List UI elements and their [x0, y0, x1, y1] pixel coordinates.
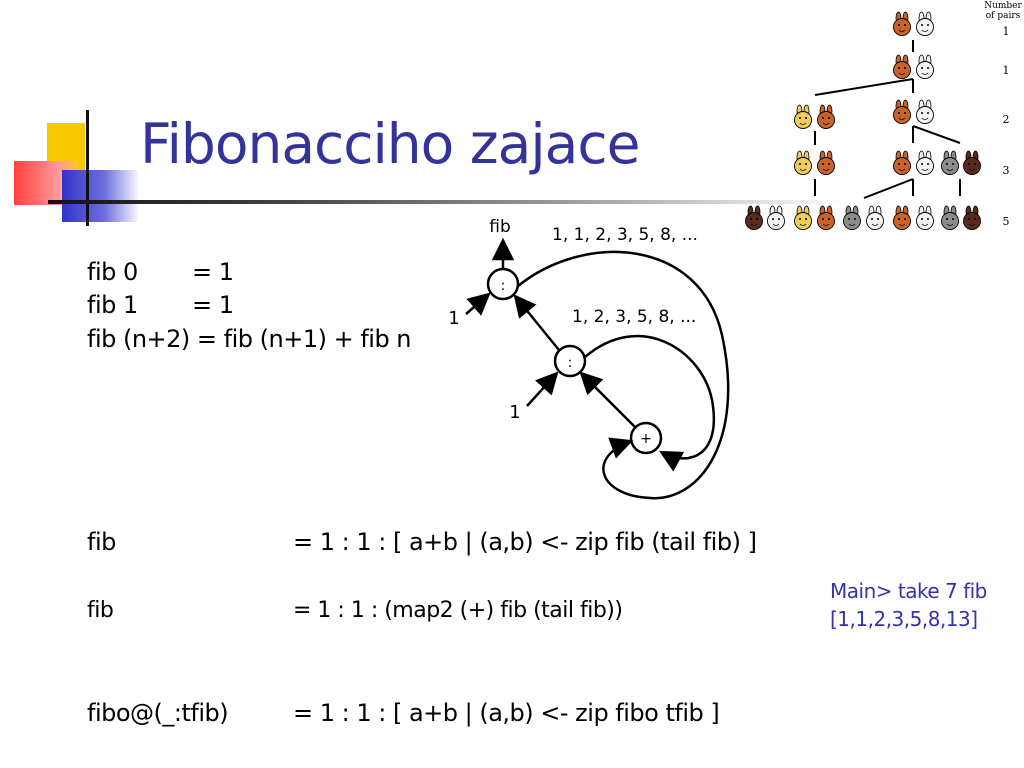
pair-count-gen-1: 1 [1003, 25, 1010, 38]
inner-sequence-label: 1, 2, 3, 5, 8, ... [572, 307, 696, 327]
tree-lines [814, 40, 961, 199]
rabbit-icon [963, 205, 981, 230]
rabbit-icon [893, 54, 911, 79]
input-arrow-1 [465, 292, 491, 316]
cons-node-middle [553, 344, 587, 378]
pair-count-gen-2: 1 [1003, 64, 1010, 77]
def-line-2-lhs: fib 1 [87, 291, 138, 319]
pair-count-gen-5: 5 [1003, 215, 1010, 228]
rabbit-icon [794, 150, 812, 175]
input-label-2: 1 [509, 402, 520, 423]
rabbit-icon [916, 54, 934, 79]
equation-1-lhs: fib [87, 528, 116, 556]
rabbit-icon [941, 205, 959, 230]
repl-prompt: Main> take 7 fib [830, 579, 987, 603]
output-label: fib [489, 217, 511, 237]
plus-symbol: + [640, 431, 652, 447]
rabbit-icon [916, 99, 934, 124]
rabbit-icon [817, 205, 835, 230]
pair-count-gen-4: 3 [1003, 164, 1010, 177]
decor-vertical-line [86, 110, 89, 226]
input-arrow-2 [526, 371, 559, 407]
outer-feedback-loop [517, 250, 730, 500]
rabbit-icon [745, 205, 763, 230]
rabbit-icon [817, 150, 835, 175]
def-line-1-rhs: = 1 [192, 258, 234, 286]
rabbit-icon [916, 11, 934, 36]
rabbit-icons [745, 11, 981, 230]
def-line-3: fib (n+2) = fib (n+1) + fib n [87, 325, 412, 353]
rabbit-icon [817, 104, 835, 129]
rabbit-icon [767, 205, 785, 230]
rabbit-family-tree: Number of pairs 1 1 2 3 5 [745, 1, 1022, 230]
equation-2-lhs: fib [87, 598, 114, 623]
cons-symbol-middle: : [568, 355, 573, 371]
fib-dataflow-diagram: : : + fib 1 1 1, 1, 2, 3, 5, 8, ... 1, 2… [448, 217, 730, 500]
cons-symbol-top: : [501, 278, 506, 294]
count-header-line-2: of pairs [986, 11, 1021, 21]
def-line-2-rhs: = 1 [192, 291, 234, 319]
rabbit-icon [794, 104, 812, 129]
chain-arrow-plus-to-middle [579, 371, 636, 428]
rabbit-icon [893, 205, 911, 230]
rabbit-icon [893, 99, 911, 124]
inner-feedback-loop [584, 334, 715, 472]
rabbit-icon [916, 205, 934, 230]
equation-2-rhs: = 1 : 1 : (map2 (+) fib (tail fib)) [293, 598, 623, 623]
rabbit-icon [941, 150, 959, 175]
chain-arrow-middle-to-top [513, 294, 560, 351]
rabbit-icon [794, 205, 812, 230]
decor-blue-square [62, 170, 138, 222]
pair-count-gen-3: 2 [1003, 113, 1010, 126]
title-underline [48, 200, 848, 204]
repl-result: [1,1,2,3,5,8,13] [830, 607, 978, 631]
equation-3-rhs: = 1 : 1 : [ a+b | (a,b) <- zip fibo tfib… [293, 699, 720, 727]
rabbit-icon [893, 11, 911, 36]
rabbit-icon [893, 150, 911, 175]
input-label-1: 1 [448, 308, 459, 329]
outer-sequence-label: 1, 1, 2, 3, 5, 8, ... [552, 225, 698, 245]
rabbit-icon [963, 150, 981, 175]
rabbit-icon [843, 205, 861, 230]
rabbit-icon [916, 150, 934, 175]
rabbit-icon [866, 205, 884, 230]
equation-3-lhs: fibo@(_:tfib) [87, 699, 229, 727]
slide-title: Fibonacciho zajace [140, 112, 640, 176]
def-line-1-lhs: fib 0 [87, 258, 138, 286]
equation-1-rhs: = 1 : 1 : [ a+b | (a,b) <- zip fib (tail… [293, 528, 757, 556]
count-header-line-1: Number [984, 1, 1022, 11]
